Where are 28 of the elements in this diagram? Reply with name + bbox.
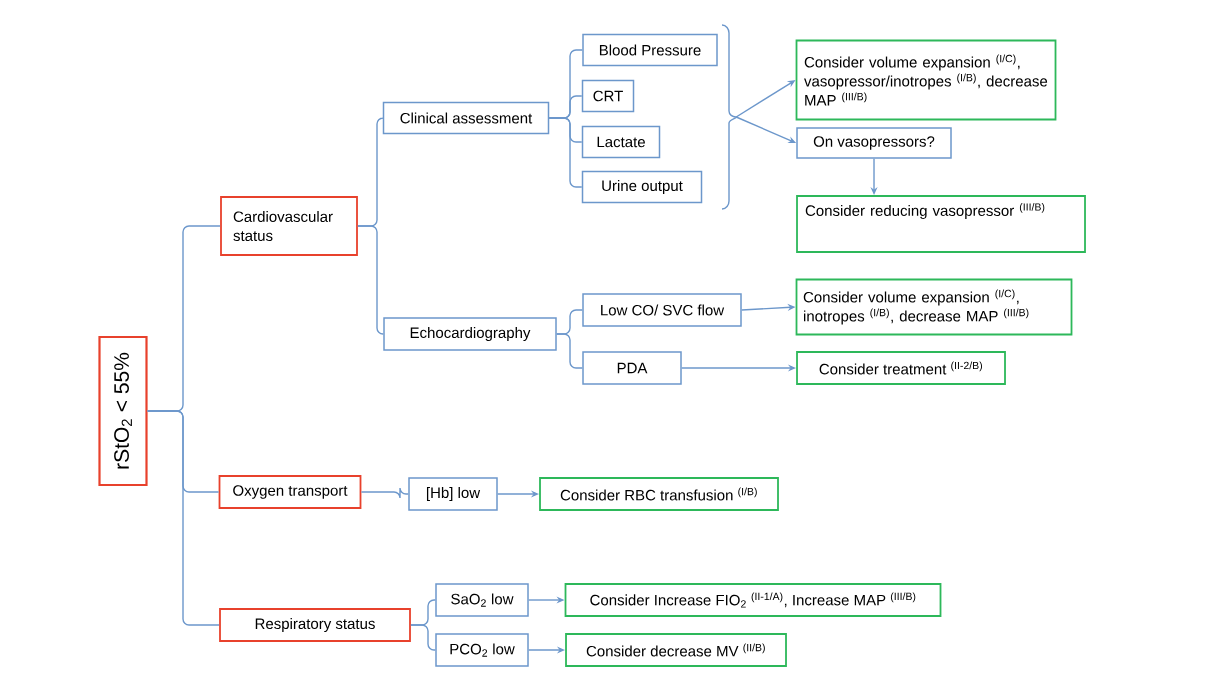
- recommendation-box: Consider volume expansion $^{(I/C)}$, inotropes $^{(I/B)}$, decrease MAP $^{(III/B)}$: [795, 278, 1073, 336]
- assessment-box: Echocardiography: [383, 317, 557, 351]
- bracket: [721, 24, 738, 210]
- parameter-box: CRT: [581, 79, 635, 113]
- assessment-box: Clinical assessment: [382, 101, 550, 135]
- finding-box: SaO$_{2}$ low: [435, 583, 529, 617]
- category-box: Respiratory status: [219, 608, 411, 642]
- finding-box: PCO$_{2}$ low: [435, 633, 529, 667]
- recommendation-box: Consider decrease MV $^{(II/B)}$: [565, 633, 787, 667]
- parameter-box: Urine output: [581, 170, 703, 204]
- category-box: Cardiovascular status: [220, 196, 358, 256]
- parameter-box: Lactate: [581, 125, 661, 159]
- recommendation-box: Consider RBC transfusion $^{(I/B)}$: [539, 477, 779, 511]
- recommendation-box: Consider volume expansion $^{(I/C)}$, vasopressor/inotropes $^{(I/B)}$, decrease MAP $^{(III/B)}$: [795, 39, 1057, 121]
- parameter-box: Blood Pressure: [582, 33, 718, 67]
- finding-box: PDA: [582, 351, 682, 385]
- finding-box: Low CO/ SVC flow: [582, 293, 742, 327]
- finding-box: [Hb] low: [408, 477, 498, 511]
- recommendation-box: Consider Increase FIO$_{2}$ $^{(II-1/A)}$, Increase MAP $^{(III/B)}$: [564, 583, 942, 617]
- bracket-line: [357, 225, 384, 335]
- recommendation-box: Consider treatment $^{(II-2/B)}$: [796, 351, 1006, 385]
- category-box: Oxygen transport: [218, 475, 362, 509]
- bracket-line: [410, 624, 436, 651]
- bracket-line: [360, 487, 409, 499]
- trigger-box: rStO$_{2}$ < 55%: [98, 335, 148, 487]
- question-box: On vasopressors?: [796, 127, 952, 159]
- bracket-line: [146, 410, 220, 626]
- recommendation-box: Consider reducing vasopressor $^{(III/B)}$: [796, 195, 1086, 253]
